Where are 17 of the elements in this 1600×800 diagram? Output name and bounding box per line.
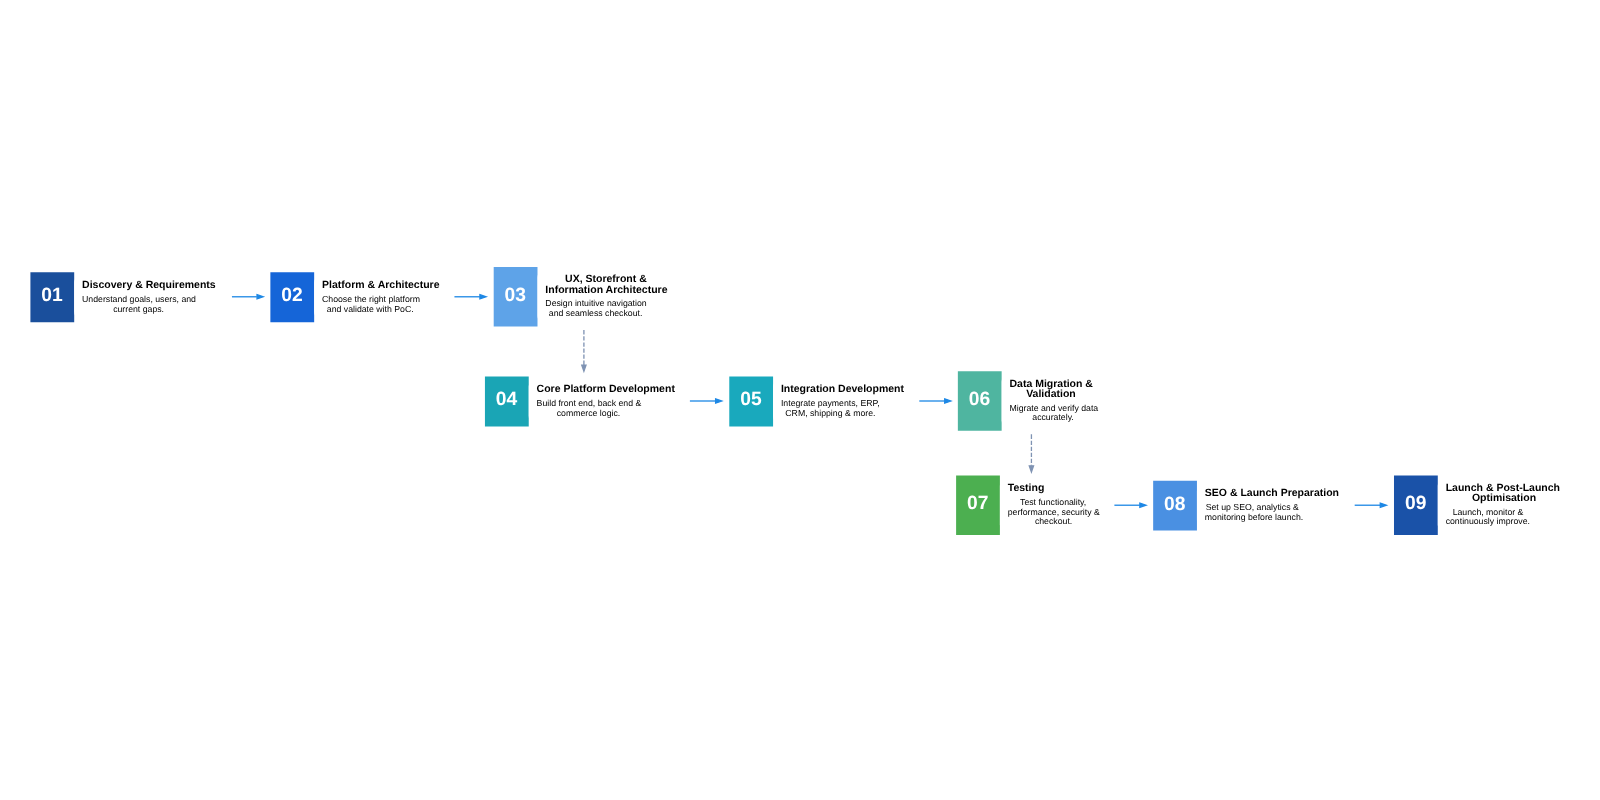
node-text: 09 — [1404, 492, 1427, 515]
arrow — [1113, 501, 1148, 508]
node-text: 03 — [504, 283, 527, 306]
node-text: 06 — [968, 388, 991, 411]
node-text: 08 — [1164, 492, 1186, 515]
arrow — [580, 328, 587, 373]
arrow — [689, 396, 724, 404]
arrow — [918, 396, 953, 404]
node-text: 01 — [41, 284, 63, 307]
arrow — [453, 292, 489, 299]
node-text: 04 — [495, 388, 518, 411]
node-text: 02 — [281, 284, 303, 307]
arrow — [1028, 432, 1035, 473]
arrow — [1354, 501, 1389, 508]
node-text: 07 — [967, 492, 989, 515]
node-text: 05 — [740, 388, 762, 411]
arrow — [231, 292, 266, 299]
